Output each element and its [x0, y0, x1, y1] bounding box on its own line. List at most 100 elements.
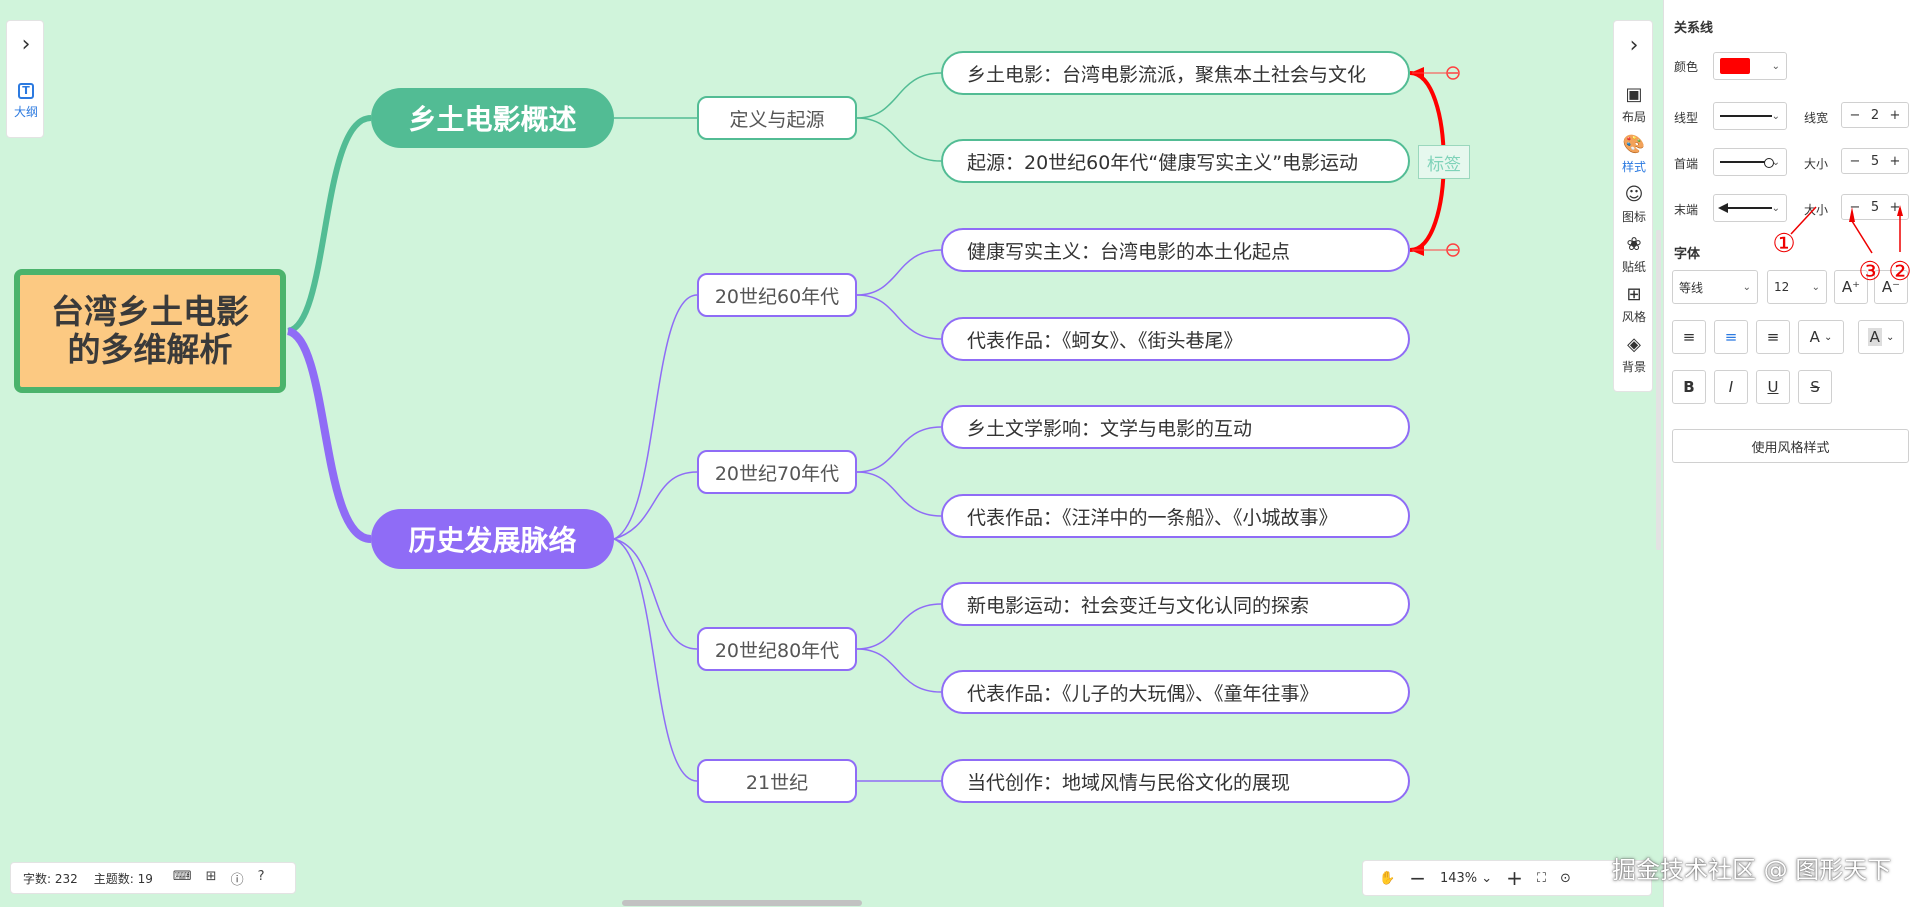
keyboard-icon[interactable]: ⌨	[172, 868, 192, 884]
decrement-button[interactable]: −	[1849, 107, 1861, 123]
tail-size-stepper[interactable]: −5 +	[1841, 194, 1909, 220]
decrement-button[interactable]: −	[1849, 153, 1861, 169]
leaf-topic[interactable]: 乡土文学影响：文学与电影的互动	[941, 405, 1410, 449]
fit-screen-icon[interactable]: ⛶	[1536, 870, 1547, 886]
leaf-topic[interactable]: 起源：20世纪60年代“健康写实主义”电影运动	[941, 139, 1410, 183]
chevron-down-icon: ⌄	[1771, 156, 1780, 168]
align-left-icon: ≡	[1682, 328, 1696, 346]
strikethrough-button[interactable]: S	[1798, 370, 1832, 404]
decrease-font-label: A⁻	[1881, 278, 1901, 296]
increase-font-button[interactable]: A⁺	[1834, 270, 1868, 304]
tool-icon[interactable]: ☺图标	[1614, 185, 1654, 225]
tool-label: 布局	[1621, 110, 1646, 124]
leaf-label: 健康写实主义：台湾电影的本土化起点	[967, 240, 1291, 263]
tool-theme[interactable]: ⊞风格	[1614, 285, 1654, 325]
branch-topic-history[interactable]: 历史发展脉络	[371, 509, 614, 569]
line-width-stepper[interactable]: −2 +	[1841, 102, 1909, 128]
sticker-icon: ❀	[1626, 234, 1642, 255]
outline-label: 大纲	[13, 105, 38, 119]
leaf-topic[interactable]: 乡土电影：台湾电影流派，聚焦本土社会与文化	[941, 51, 1410, 95]
relation-label[interactable]: 标签	[1418, 145, 1470, 179]
tool-layout[interactable]: ▣布局	[1614, 85, 1654, 125]
root-topic[interactable]: 台湾乡土电影的多维解析	[14, 269, 286, 393]
smiley-icon: ☺	[1624, 184, 1644, 205]
outline-icon: T	[18, 83, 34, 99]
leaf-label: 起源：20世纪60年代“健康写实主义”电影运动	[967, 151, 1359, 174]
leaf-topic[interactable]: 健康写实主义：台湾电影的本土化起点	[941, 228, 1410, 272]
align-center-button[interactable]: ≡	[1714, 320, 1748, 354]
italic-button[interactable]: I	[1714, 370, 1748, 404]
root-topic-text: 台湾乡土电影的多维解析	[51, 292, 249, 369]
leaf-topic[interactable]: 代表作品：《汪洋中的一条船》、《小城故事》	[941, 494, 1410, 538]
tail-style-select[interactable]: ⌄	[1713, 194, 1787, 222]
line-type-select[interactable]: ⌄	[1713, 102, 1787, 130]
head-size-value[interactable]: 5	[1870, 153, 1880, 169]
collapse-panel-button[interactable]: ›	[1614, 29, 1654, 61]
tool-background[interactable]: ◈背景	[1614, 335, 1654, 375]
align-left-button[interactable]: ≡	[1672, 320, 1706, 354]
left-sidebar: › T 大纲	[6, 20, 44, 138]
increment-button[interactable]: +	[1889, 153, 1901, 169]
font-size-select[interactable]: 12⌄	[1767, 270, 1827, 304]
chevron-right-icon: ›	[1629, 32, 1639, 58]
subtopic-label: 20世纪80年代	[714, 639, 840, 662]
increment-button[interactable]: +	[1889, 107, 1901, 123]
tail-size-value[interactable]: 5	[1870, 199, 1880, 215]
font-family-select[interactable]: 等线⌄	[1672, 270, 1758, 304]
subtopic-definition[interactable]: 定义与起源	[697, 96, 857, 140]
increment-button[interactable]: +	[1889, 199, 1901, 215]
vertical-scrollbar[interactable]	[1656, 230, 1661, 550]
tool-label: 贴纸	[1621, 260, 1646, 274]
leaf-topic[interactable]: 代表作品：《蚵女》、《街头巷尾》	[941, 317, 1410, 361]
tool-style[interactable]: 🎨样式	[1614, 135, 1654, 175]
chevron-down-icon: ⌄	[1823, 331, 1833, 343]
leaf-topic[interactable]: 当代创作：地域风情与民俗文化的展现	[941, 759, 1410, 803]
line-type-label: 线型	[1674, 111, 1699, 125]
line-width-value[interactable]: 2	[1870, 107, 1880, 123]
hand-icon[interactable]: ✋	[1379, 870, 1396, 886]
leaf-topic[interactable]: 新电影运动：社会变迁与文化认同的探索	[941, 582, 1410, 626]
underline-button[interactable]: U	[1756, 370, 1790, 404]
zoom-bar: ✋ − 143% ⌄ + ⛶ ⊙	[1362, 860, 1652, 896]
help-icon[interactable]: ?	[257, 868, 265, 884]
head-size-stepper[interactable]: −5 +	[1841, 148, 1909, 174]
decrement-button[interactable]: −	[1849, 199, 1861, 215]
subtopic-1980s[interactable]: 20世纪80年代	[697, 627, 857, 671]
head-style-select[interactable]: ⌄	[1713, 148, 1787, 176]
tool-sticker[interactable]: ❀ 贴纸	[1614, 235, 1654, 275]
zoom-select[interactable]: 143% ⌄	[1439, 870, 1493, 886]
text-color-label: A	[1809, 328, 1820, 346]
head-preview	[1720, 158, 1774, 168]
horizontal-scrollbar[interactable]	[622, 900, 862, 906]
chevron-right-icon: ›	[21, 31, 31, 57]
tool-label: 风格	[1621, 310, 1646, 324]
text-color-button[interactable]: A⌄	[1798, 320, 1844, 354]
tool-label: 背景	[1621, 360, 1646, 374]
mindmap-canvas[interactable]: 台湾乡土电影的多维解析 乡土电影概述 历史发展脉络 定义与起源 乡土电影：台湾电…	[0, 0, 1660, 907]
structure-icon[interactable]: ⊞	[205, 868, 217, 884]
topic-count: 主题数: 19	[93, 871, 153, 886]
relation-handle-bottom	[1446, 243, 1460, 257]
bold-button[interactable]: B	[1672, 370, 1706, 404]
info-icon[interactable]: ⓘ	[230, 872, 244, 888]
decrease-font-button[interactable]: A⁻	[1874, 270, 1908, 304]
color-select[interactable]: ⌄	[1713, 52, 1787, 80]
apply-theme-style-button[interactable]: 使用风格样式	[1672, 429, 1909, 463]
property-panel: 关系线 颜色 ⌄ 线型 ⌄ 线宽 −2+ 首端 ⌄ 大小 −5+ 末端 ⌄ 大小…	[1663, 0, 1920, 907]
zoom-in-button[interactable]: +	[1506, 866, 1523, 890]
zoom-out-button[interactable]: −	[1409, 866, 1426, 890]
leaf-topic[interactable]: 代表作品：《儿子的大玩偶》、《童年往事》	[941, 670, 1410, 714]
align-center-icon: ≡	[1724, 328, 1738, 346]
outline-button[interactable]: T 大纲	[7, 83, 45, 120]
subtopic-21st-century[interactable]: 21世纪	[697, 759, 857, 803]
subtopic-1960s[interactable]: 20世纪60年代	[697, 273, 857, 317]
locate-icon[interactable]: ⊙	[1560, 870, 1571, 886]
increase-font-label: A⁺	[1841, 278, 1861, 296]
expand-left-panel-button[interactable]: ›	[7, 27, 45, 61]
branch-topic-overview[interactable]: 乡土电影概述	[371, 88, 614, 148]
connector-sub-leaf2	[856, 117, 942, 162]
underline-label: U	[1767, 378, 1779, 396]
highlight-color-button[interactable]: A⌄	[1858, 320, 1904, 354]
subtopic-1970s[interactable]: 20世纪70年代	[697, 450, 857, 494]
align-right-button[interactable]: ≡	[1756, 320, 1790, 354]
